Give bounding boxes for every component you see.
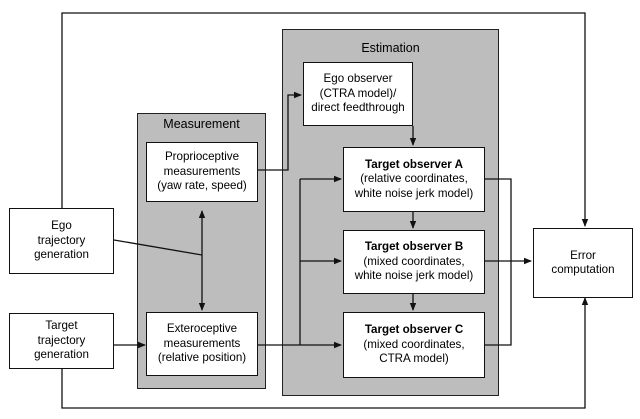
ego-observer-box: Ego observer (CTRA model)/ direct feedth… <box>303 62 413 126</box>
obs-a-to-error-line <box>485 178 512 261</box>
ego-obs-line-1: Ego observer <box>323 72 393 86</box>
proprio-line-1: Proprioceptive <box>164 150 240 164</box>
ego-traj-line-3: generation <box>34 248 89 262</box>
obs-c-to-error-line <box>485 261 512 346</box>
target-observer-c-box: Target observer C (mixed coordinates, CT… <box>343 312 485 378</box>
extero-line-1: Exteroceptive <box>166 322 238 336</box>
target-trajectory-generation-box: Target trajectory generation <box>9 313 114 369</box>
ego-obs-line-3: direct feedthrough <box>311 101 405 115</box>
obs-a-title-prefix: Target observer <box>365 157 455 171</box>
target-traj-line-2: trajectory <box>37 333 86 347</box>
estimation-group-title: Estimation <box>361 41 420 55</box>
obs-c-title: Target observer C <box>365 323 463 337</box>
target-observer-b-box: Target observer B (mixed coordinates, wh… <box>343 230 485 294</box>
target-observer-a-box: Target observer A (relative coordinates,… <box>343 147 485 212</box>
error-line-1: Error <box>570 248 596 262</box>
ego-obs-line-2: (CTRA model)/ <box>319 86 397 100</box>
obs-c-title-letter: C <box>454 323 464 337</box>
obs-b-title-prefix: Target observer <box>364 240 455 254</box>
target-traj-line-3: generation <box>34 348 89 362</box>
extero-line-2: measurements <box>163 336 241 350</box>
obs-a-title-letter: A <box>454 157 463 171</box>
exteroceptive-measurements-box: Exteroceptive measurements (relative pos… <box>146 312 258 376</box>
target-traj-line-1: Target <box>45 319 78 333</box>
obs-b-title: Target observer B <box>365 240 463 254</box>
obs-a-line-1: (relative coordinates, <box>360 172 468 186</box>
obs-c-title-prefix: Target observer <box>364 323 455 337</box>
obs-b-line-1: (mixed coordinates, <box>363 254 465 268</box>
ego-to-bus-line <box>113 239 203 256</box>
proprio-line-2: measurements <box>163 164 241 178</box>
obs-c-line-2: CTRA model) <box>379 352 449 366</box>
proprioceptive-measurements-box: Proprioceptive measurements (yaw rate, s… <box>146 142 258 202</box>
error-line-2: computation <box>551 263 615 276</box>
obs-a-line-2: white noise jerk model) <box>354 186 474 200</box>
obs-c-line-1: (mixed coordinates, <box>363 337 465 351</box>
target-outer-loop-line <box>61 297 589 409</box>
ego-traj-line-1: Ego <box>51 219 72 233</box>
obs-b-line-2: white noise jerk model) <box>354 269 474 283</box>
measurement-group-title: Measurement <box>163 117 240 131</box>
ego-traj-line-2: trajectory <box>37 233 86 247</box>
obs-a-title: Target observer A <box>365 158 463 172</box>
ego-trajectory-generation-box: Ego trajectory generation <box>9 208 114 274</box>
error-computation-box: Error computation <box>533 228 633 298</box>
obs-b-title-letter: B <box>454 240 464 254</box>
proprio-to-ego-obs-line <box>258 91 302 171</box>
proprio-line-3: (yaw rate, speed) <box>157 179 247 193</box>
ego-outer-loop-line <box>61 12 589 227</box>
extero-line-3: (relative position) <box>157 351 247 365</box>
